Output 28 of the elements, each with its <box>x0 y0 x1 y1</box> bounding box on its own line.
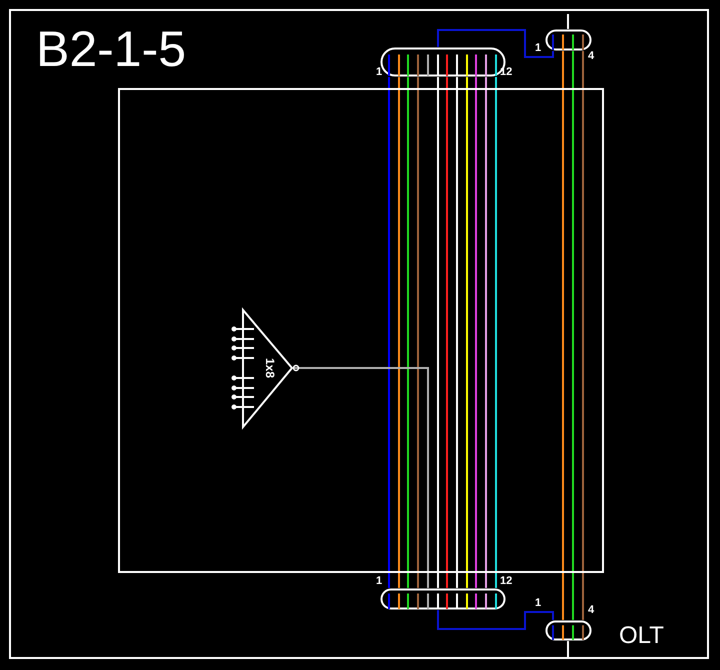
fiber-line <box>582 51 584 620</box>
fiber-line <box>388 77 390 588</box>
fiber-line <box>437 77 439 588</box>
fiber-number: 1 <box>535 597 542 609</box>
fiber-line <box>562 51 564 620</box>
fiber-number: 4 <box>588 50 594 62</box>
fiber-line <box>437 29 554 58</box>
fiber-line <box>466 77 468 588</box>
cable-stub <box>567 14 569 29</box>
fiber-line <box>456 77 458 588</box>
fiber-line <box>572 51 574 620</box>
fiber-number: 1 <box>376 66 382 78</box>
fiber-line <box>475 77 477 588</box>
fiber-line <box>407 77 409 588</box>
diagram-title: B2-1-5 <box>36 22 186 76</box>
fiber-line <box>398 77 400 588</box>
fiber-line <box>485 77 487 588</box>
fiber-number: 1 <box>376 575 382 587</box>
fiber-number: 1 <box>535 42 542 54</box>
fiber-line <box>437 610 554 630</box>
fiber-line <box>294 367 429 588</box>
cable-stub <box>567 641 569 658</box>
fiber-line <box>417 77 419 588</box>
cable-label: OLT <box>619 622 664 650</box>
fiber-number: 4 <box>588 604 594 616</box>
fiber-number: 12 <box>500 575 512 587</box>
fiber-line <box>495 77 497 588</box>
fiber-line <box>446 77 448 588</box>
